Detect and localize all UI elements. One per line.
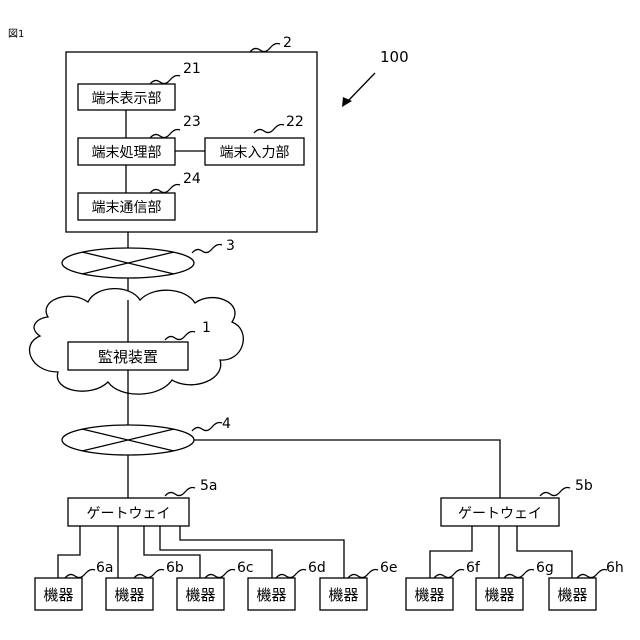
- figure-label: 図1: [8, 28, 24, 40]
- terminal-processing-label: 端末処理部: [92, 145, 162, 161]
- device-6e-label: 機器: [328, 586, 358, 604]
- device-6g-ref: 6g: [536, 560, 554, 576]
- gateway-5a-label: ゲートウェイ: [87, 506, 171, 522]
- device-6c-label: 機器: [185, 586, 215, 604]
- device-6g-label: 機器: [484, 586, 514, 604]
- device-6f-ref: 6f: [466, 560, 481, 576]
- device-6b-ref: 6b: [166, 560, 184, 576]
- system-ref-label: 100: [380, 48, 409, 66]
- device-6a-ref: 6a: [96, 560, 114, 576]
- network-3-leader: [192, 245, 222, 254]
- network-3-ref: 3: [226, 238, 235, 254]
- gateway-5b-ref: 5b: [575, 478, 593, 494]
- terminal-input-ref: 22: [286, 114, 304, 130]
- terminal-communication-label: 端末通信部: [92, 200, 162, 216]
- device-6d: 機器 6d: [248, 560, 326, 610]
- device-6a: 機器 6a: [35, 560, 114, 610]
- system-arrow-line: [347, 73, 375, 102]
- network-4-symbol: [62, 425, 194, 455]
- link-network4-gateway-5b: [194, 440, 500, 498]
- network-3-symbol: [62, 248, 194, 278]
- device-6e-ref: 6e: [380, 560, 398, 576]
- monitor-device-label: 監視装置: [98, 348, 158, 366]
- device-6f-label: 機器: [414, 586, 444, 604]
- gateway-5b-label: ゲートウェイ: [458, 506, 542, 522]
- terminal-ref-leader: [250, 44, 280, 53]
- device-6d-label: 機器: [256, 586, 286, 604]
- device-6a-label: 機器: [43, 586, 73, 604]
- gateway-5b-leader: [540, 488, 570, 497]
- device-6h: 機器 6h: [549, 560, 624, 610]
- terminal-communication-ref: 24: [183, 171, 201, 187]
- terminal-display-ref: 21: [183, 61, 201, 77]
- device-6g: 機器 6g: [476, 560, 554, 610]
- monitor-device-ref: 1: [202, 320, 211, 336]
- network-4-ref: 4: [222, 416, 231, 432]
- terminal-ref: 2: [283, 35, 292, 51]
- device-6e: 機器 6e: [320, 560, 398, 610]
- device-6c-ref: 6c: [237, 560, 254, 576]
- network-4-leader: [192, 423, 222, 432]
- device-6b-label: 機器: [114, 586, 144, 604]
- gateway-5a-leader: [165, 488, 195, 497]
- device-6d-ref: 6d: [308, 560, 326, 576]
- terminal-processing-ref: 23: [183, 114, 201, 130]
- device-6c: 機器 6c: [177, 560, 254, 610]
- terminal-input-label: 端末入力部: [220, 145, 290, 161]
- device-6h-label: 機器: [557, 586, 587, 604]
- gateway-5a-ref: 5a: [200, 478, 218, 494]
- device-6f: 機器 6f: [406, 560, 481, 610]
- device-6h-ref: 6h: [606, 560, 624, 576]
- terminal-display-label: 端末表示部: [92, 91, 162, 107]
